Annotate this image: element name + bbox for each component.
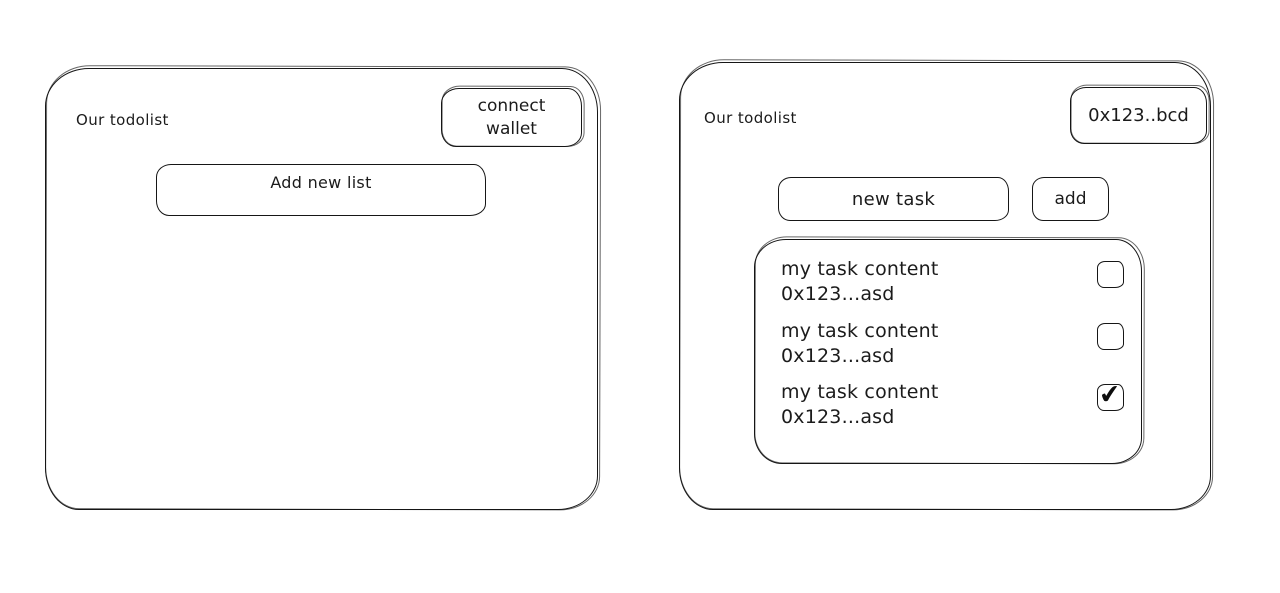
task-text-block: my task content 0x123...asd <box>781 319 939 370</box>
task-row: my task content 0x123...asd <box>781 257 1126 308</box>
task-checkbox[interactable] <box>1097 322 1124 350</box>
add-task-label: add <box>1054 189 1087 209</box>
right-screen-panel: Our todolist 0x123..bcd new task add my … <box>679 62 1211 510</box>
task-address: 0x123...asd <box>781 344 895 367</box>
wallet-address-label: 0x123..bcd <box>1088 105 1189 126</box>
task-address: 0x123...asd <box>781 283 895 306</box>
task-content: my task content <box>781 381 939 404</box>
new-task-value: new task <box>851 188 936 210</box>
add-new-list-button[interactable]: Add new list <box>156 164 486 216</box>
task-content: my task content <box>781 319 939 342</box>
connect-wallet-button[interactable]: connect wallet <box>441 88 582 147</box>
task-list: my task content 0x123...asd my task cont… <box>754 239 1142 464</box>
task-text-block: my task content 0x123...asd <box>781 380 939 431</box>
checkmark-icon: ✔ <box>1097 378 1122 411</box>
task-checkbox[interactable]: ✔ <box>1097 379 1124 412</box>
task-text-block: my task content 0x123...asd <box>781 257 939 308</box>
add-new-list-label: Add new list <box>270 173 372 192</box>
task-content: my task content <box>781 258 939 280</box>
add-task-button[interactable]: add <box>1032 177 1109 221</box>
new-task-input[interactable]: new task <box>778 177 1009 221</box>
task-row: my task content 0x123...asd ✔ <box>781 379 1126 431</box>
page-title: Our todolist <box>704 109 797 127</box>
connect-wallet-label: connect wallet <box>477 95 546 139</box>
wallet-address-button[interactable]: 0x123..bcd <box>1070 87 1207 144</box>
task-address: 0x123...asd <box>781 406 895 429</box>
page-title: Our todolist <box>76 111 169 129</box>
task-checkbox[interactable] <box>1097 261 1124 288</box>
task-row: my task content 0x123...asd <box>781 319 1126 370</box>
left-screen-panel: Our todolist connect wallet Add new list <box>45 68 598 510</box>
